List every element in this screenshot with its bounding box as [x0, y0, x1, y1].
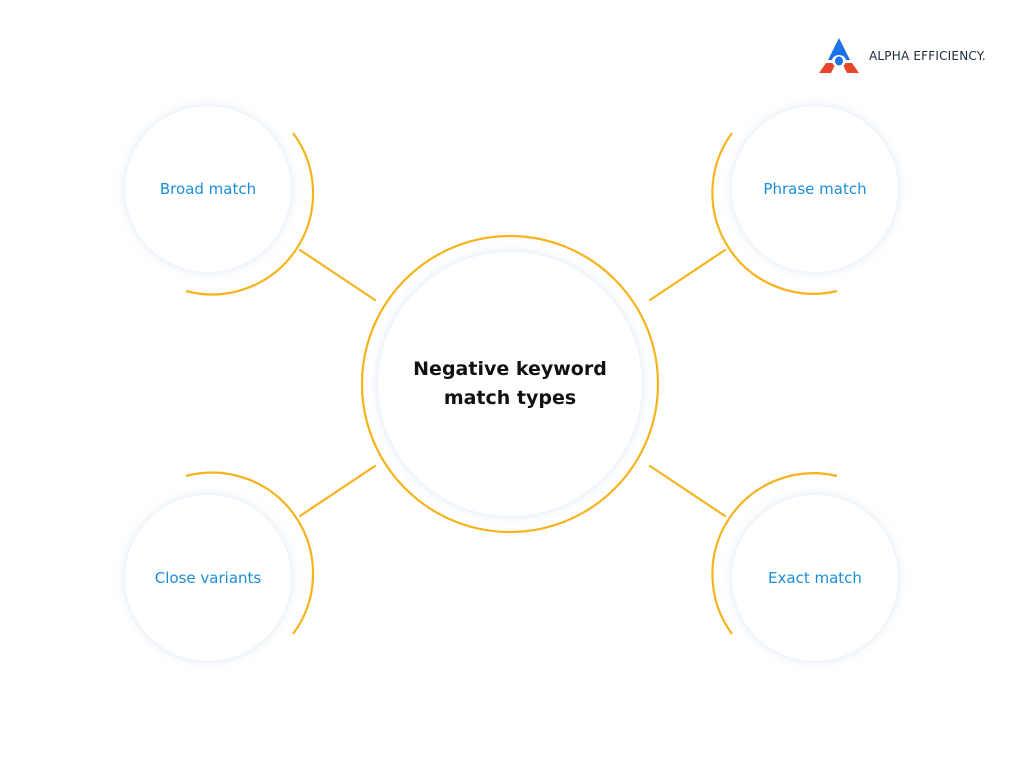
center-circle — [378, 252, 642, 516]
center-title-line-1: Negative keyword — [413, 358, 607, 380]
logo-text: ALPHA EFFICIENCY. — [869, 49, 986, 63]
close-variants-label: Close variants — [154, 569, 262, 587]
close-variants-circle — [125, 495, 291, 661]
center-title: Negative keyword match types — [390, 355, 630, 413]
exact-match-label: Exact match — [768, 569, 862, 587]
connector-phrase — [648, 248, 727, 302]
exact-match-arc — [711, 472, 838, 635]
alpha-efficiency-logo: ALPHA EFFICIENCY. — [817, 36, 986, 76]
exact-match-circle — [732, 495, 898, 661]
phrase-match-arc — [711, 132, 838, 295]
broad-match-label: Broad match — [159, 180, 257, 198]
phrase-match-circle — [732, 106, 898, 272]
center-outer-ring — [360, 234, 660, 534]
center-title-line-2: match types — [443, 387, 577, 409]
broad-match-circle — [125, 106, 291, 272]
connector-broad — [298, 248, 377, 302]
broad-match-arc — [185, 132, 315, 296]
alpha-efficiency-triangle-logo-icon — [819, 38, 859, 73]
connector-close — [298, 464, 377, 518]
close-variants-arc — [185, 471, 315, 635]
connector-exact — [648, 464, 727, 518]
phrase-match-label: Phrase match — [763, 180, 867, 198]
